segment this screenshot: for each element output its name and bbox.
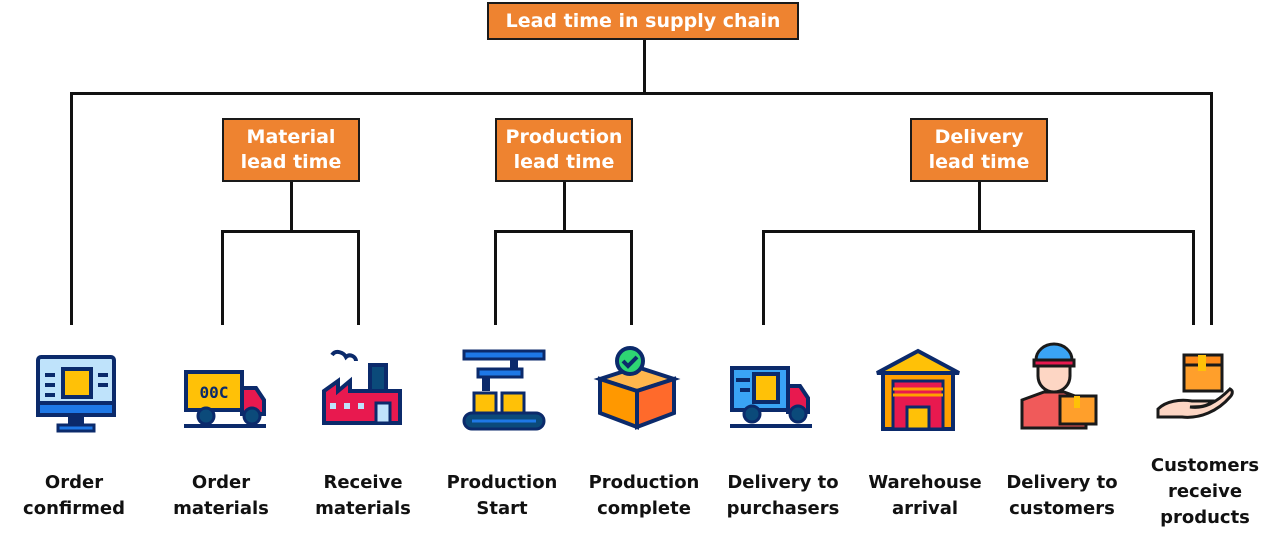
connector-line (221, 230, 360, 233)
step-label-delivery-to-customers: Delivery to customers (1006, 472, 1118, 520)
delivery-lead-time-box: Delivery lead time (910, 118, 1048, 182)
step-label-production-complete: Production complete (588, 472, 700, 520)
material-lead-time-box: Material lead time (222, 118, 360, 182)
production-lead-time-box: Production lead time (495, 118, 633, 182)
step-label-delivery-to-purchasers: Delivery to purchasers (726, 472, 840, 520)
box-check-icon (593, 346, 681, 430)
step-label-order-confirmed: Order confirmed (23, 472, 125, 520)
connector-line (357, 230, 360, 325)
connector-line (494, 230, 633, 233)
step-label-order-materials: Order materials (173, 472, 269, 520)
category-label: Material lead time (240, 126, 342, 173)
delivery-truck-icon (730, 366, 812, 428)
connector-line (978, 182, 981, 232)
factory-icon (322, 349, 402, 425)
svg-text:00C: 00C (200, 383, 229, 402)
step-label-customers-receive-products: Customers receive products (1150, 455, 1260, 529)
connector-line (643, 40, 646, 94)
delivery-man-icon (1020, 342, 1098, 430)
step-label-receive-materials: Receive materials (315, 472, 411, 520)
category-label: Delivery lead time (928, 126, 1030, 173)
computer-order-icon (36, 355, 116, 433)
conveyor-belt-icon (462, 349, 546, 431)
category-label: Production lead time (505, 126, 623, 173)
title-text: Lead time in supply chain (505, 9, 781, 32)
hand-box-icon (1156, 353, 1234, 419)
connector-line (494, 230, 497, 325)
step-label-warehouse-arrival: Warehouse arrival (868, 472, 982, 520)
connector-line (1210, 92, 1213, 325)
connector-line (70, 92, 1213, 95)
connector-line (290, 182, 293, 232)
warehouse-icon (876, 348, 960, 431)
connector-line (762, 230, 1195, 233)
title-box: Lead time in supply chain (487, 2, 799, 40)
connector-line (630, 230, 633, 325)
cargo-truck-icon: 00C (184, 370, 266, 428)
connector-line (1192, 230, 1195, 325)
connector-line (762, 230, 765, 325)
connector-line (70, 92, 73, 325)
step-label-production-start: Production Start (446, 472, 558, 520)
connector-line (563, 182, 566, 232)
connector-line (221, 230, 224, 325)
